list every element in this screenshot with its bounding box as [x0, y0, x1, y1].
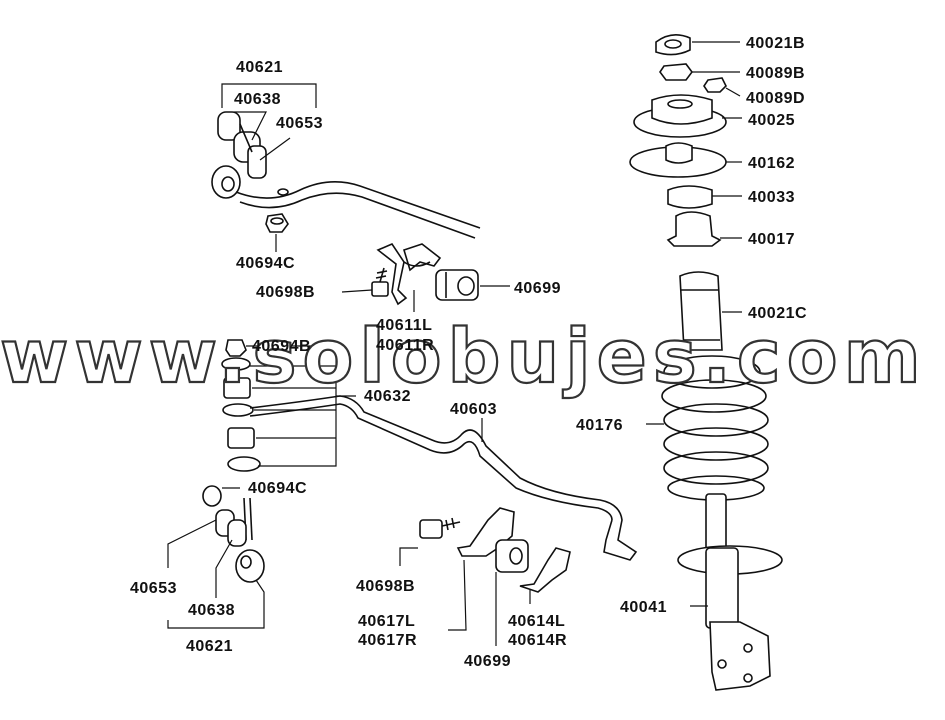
nut-40089B [659, 63, 693, 81]
part-labels: 40621 40638 40653 40694C 40698B 40699 40… [130, 35, 807, 670]
label-40699-top: 40699 [514, 280, 561, 297]
bolt-40698B-top [371, 267, 389, 297]
strut-40041 [677, 493, 783, 691]
leader-lines [167, 41, 742, 646]
label-40699-bottom: 40699 [464, 653, 511, 670]
label-40017: 40017 [748, 231, 795, 248]
mount-40025 [633, 94, 727, 138]
label-40621-bottom: 40621 [186, 638, 233, 655]
coil-spring-40176 [661, 355, 769, 501]
bushing-40699-top [435, 269, 479, 301]
washer-stack-40632 [221, 357, 261, 472]
bump-stop-40017 [666, 211, 722, 247]
seat-40162 [629, 142, 727, 178]
label-40603: 40603 [450, 401, 497, 418]
nut-40089D [703, 77, 727, 93]
label-40617L: 40617L [358, 613, 415, 630]
bushing-40699-bottom [495, 539, 529, 573]
label-40021C: 40021C [748, 305, 807, 322]
label-40653-bottom: 40653 [130, 580, 177, 597]
label-40033: 40033 [748, 189, 795, 206]
label-40089B: 40089B [746, 65, 805, 82]
label-40694B: 40694B [252, 338, 311, 355]
label-40614R: 40614R [508, 632, 567, 649]
boot-40021C [679, 271, 723, 351]
label-40653-top: 40653 [276, 115, 323, 132]
label-40694C-bottom: 40694C [248, 480, 307, 497]
label-40021B: 40021B [746, 35, 805, 52]
label-40632: 40632 [364, 388, 411, 405]
stabilizer-link-bottom [202, 485, 265, 583]
stabilizer-link-top [211, 111, 267, 199]
label-40638-bottom: 40638 [188, 602, 235, 619]
label-40611R: 40611R [376, 337, 434, 354]
bracket-40611 [376, 243, 442, 306]
label-40638-top: 40638 [234, 91, 281, 108]
label-40089D: 40089D [746, 90, 805, 107]
nut-40694C-top [265, 213, 289, 233]
dust-cover-40021B [655, 34, 691, 56]
label-40611L: 40611L [376, 317, 432, 334]
bolt-40698B-bottom [419, 517, 461, 539]
label-40698B-bottom: 40698B [356, 578, 415, 595]
label-40162: 40162 [748, 155, 795, 172]
label-40621-top: 40621 [236, 59, 283, 76]
label-40694C-top: 40694C [236, 255, 295, 272]
label-40176: 40176 [576, 417, 623, 434]
label-40617R: 40617R [358, 632, 417, 649]
label-40025: 40025 [748, 112, 795, 129]
stabilizer-bar-top [235, 181, 481, 239]
watermark-text: www.solobujes.com [0, 314, 927, 400]
label-40614L: 40614L [508, 613, 565, 630]
label-40698B-top: 40698B [256, 284, 315, 301]
label-40041: 40041 [620, 599, 667, 616]
bracket-40614 [519, 547, 571, 593]
nut-40694B [225, 339, 247, 357]
bumper-40033 [667, 185, 713, 209]
